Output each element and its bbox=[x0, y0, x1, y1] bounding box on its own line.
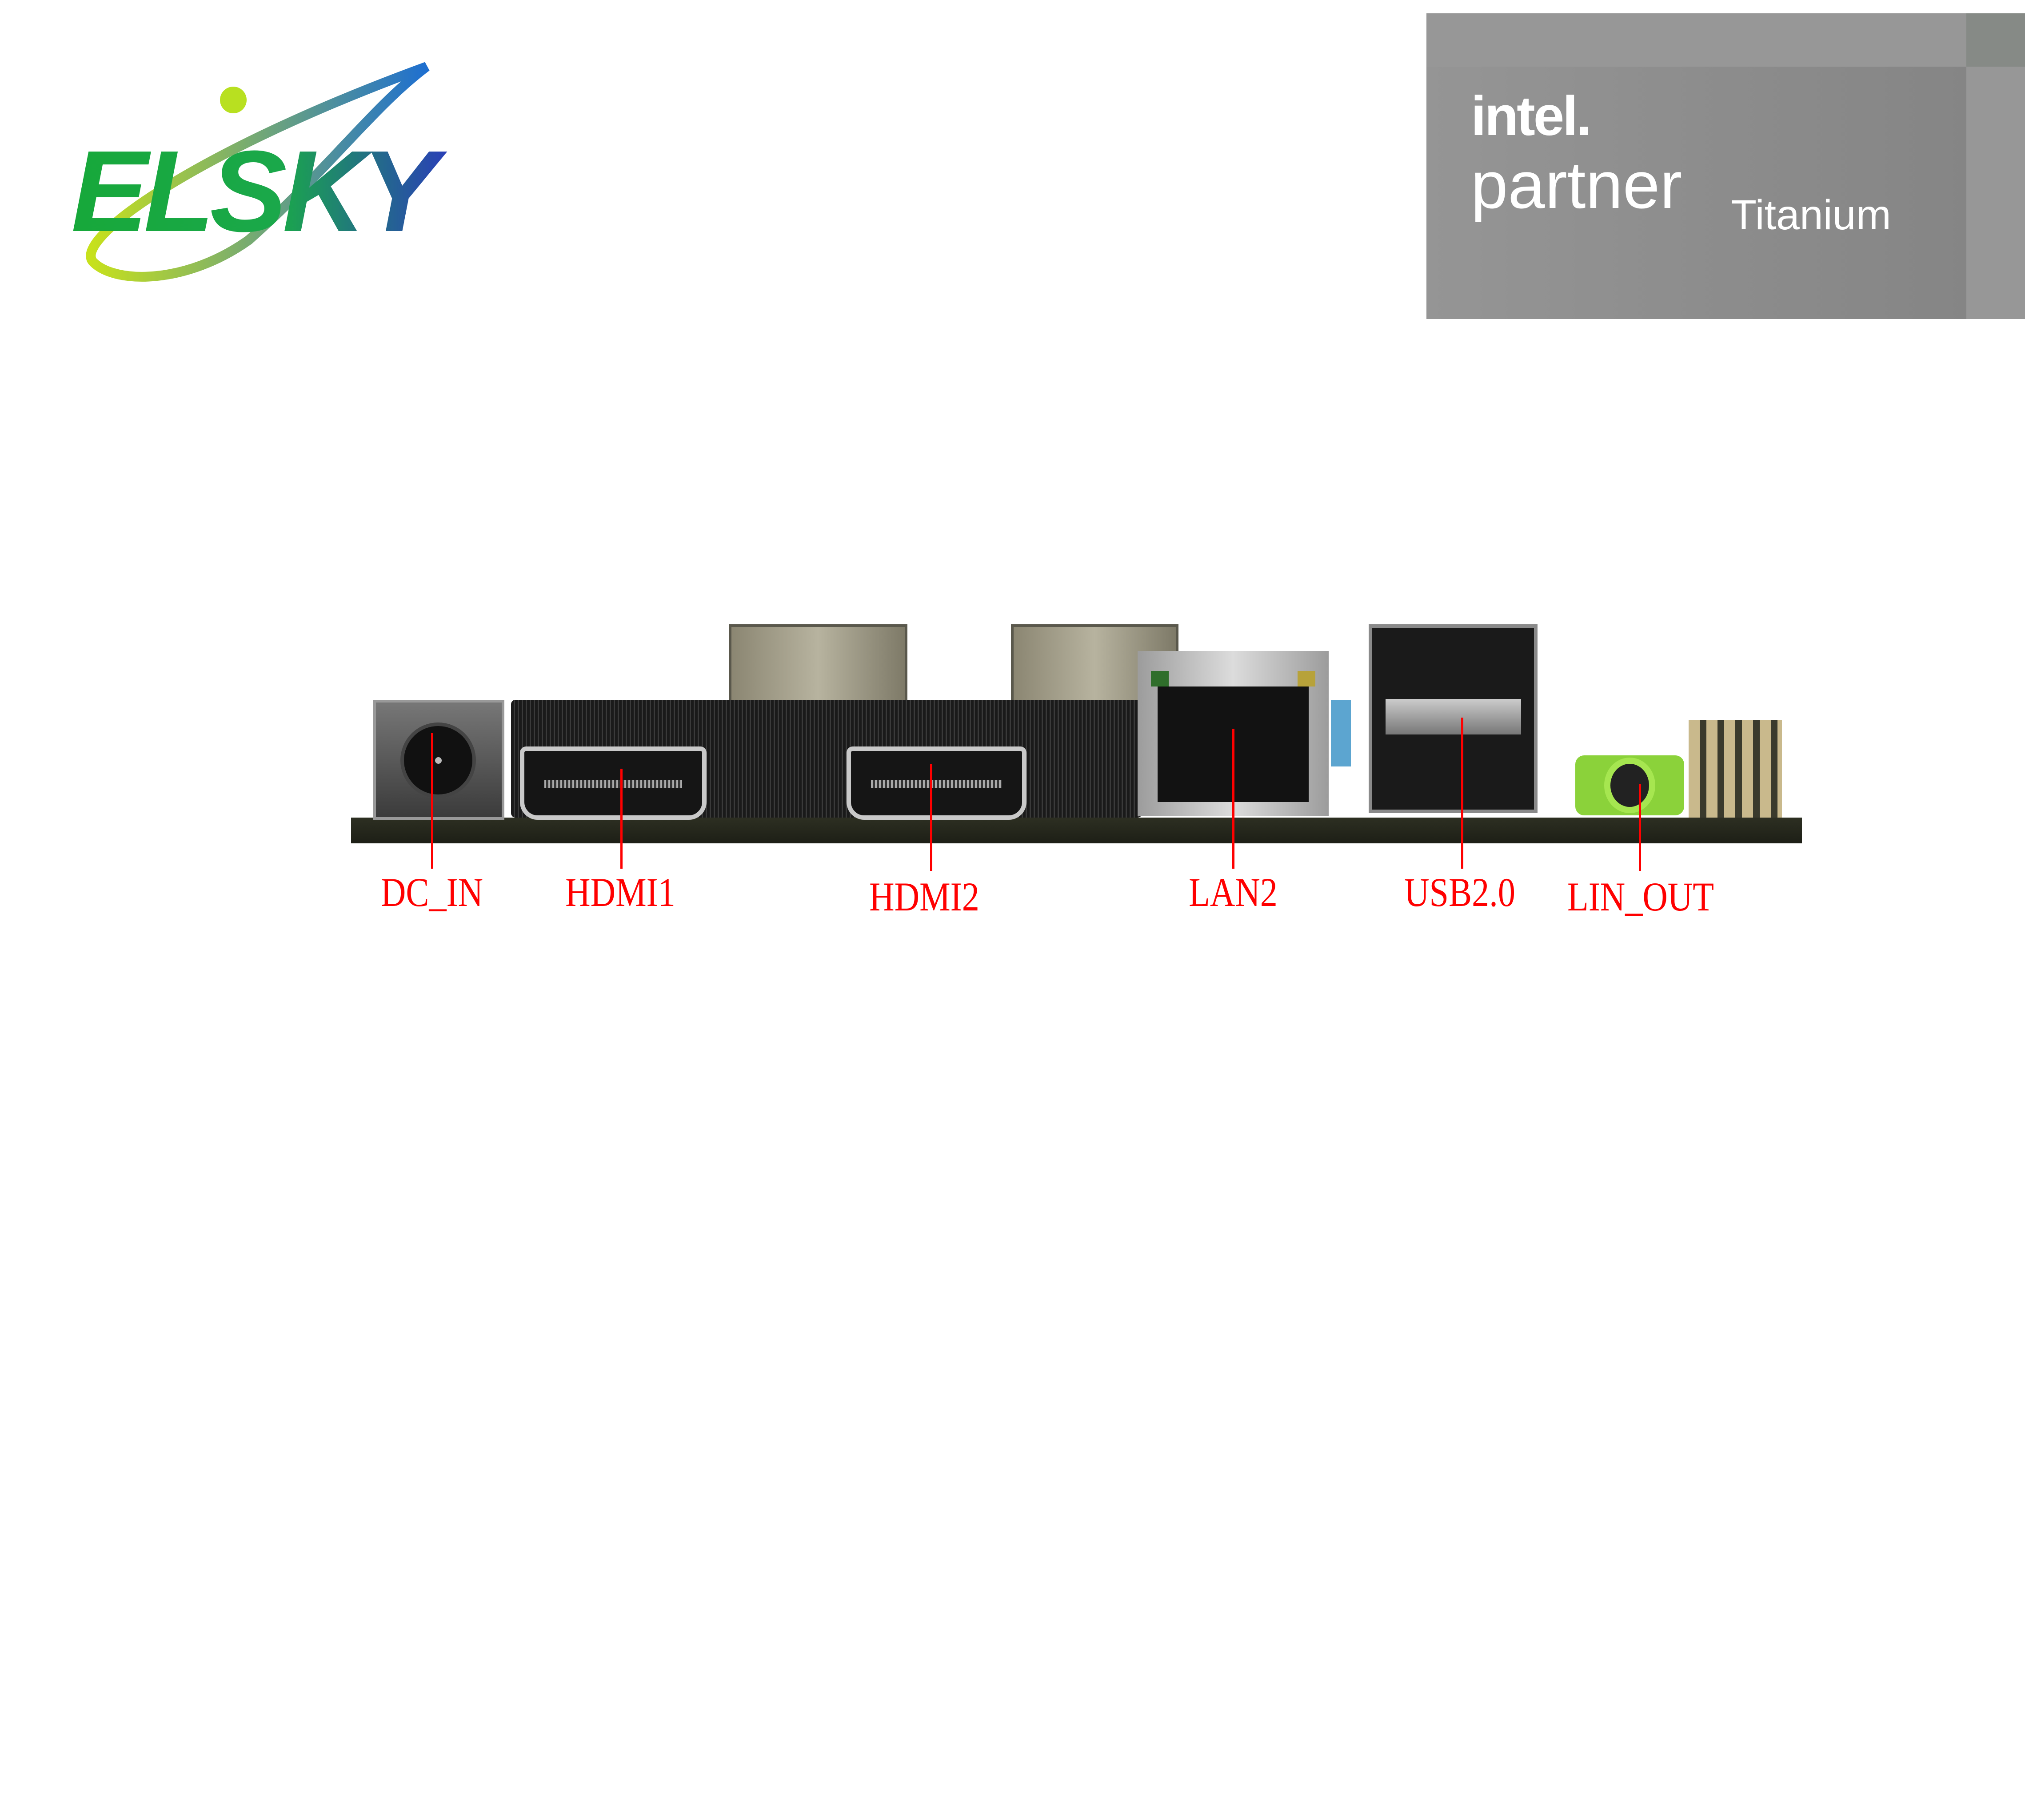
callout-line-hdmi2 bbox=[930, 764, 932, 871]
callout-line-lin-out bbox=[1639, 784, 1641, 871]
badge-panel bbox=[1426, 67, 1966, 319]
callout-line-usb2 bbox=[1461, 718, 1463, 869]
label-hdmi1: HDMI1 bbox=[565, 870, 675, 915]
dc-in-jack bbox=[373, 700, 504, 820]
rear-usb-stack-1 bbox=[729, 624, 907, 710]
label-usb2: USB2.0 bbox=[1404, 870, 1515, 915]
callout-line-hdmi1 bbox=[620, 769, 623, 869]
badge-corner bbox=[1966, 13, 2025, 67]
usb2-port bbox=[1369, 624, 1538, 813]
hdmi1-port bbox=[520, 746, 707, 820]
label-hdmi2: HDMI2 bbox=[869, 874, 979, 919]
label-lan2: LAN2 bbox=[1189, 870, 1278, 915]
badge-tier: Titanium bbox=[1731, 192, 1891, 239]
hdmi2-port bbox=[847, 746, 1026, 820]
callout-line-lan2 bbox=[1232, 729, 1234, 869]
intel-partner-badge: intel. partner Titanium bbox=[1426, 13, 2025, 319]
line-out-jack bbox=[1575, 755, 1684, 815]
svg-text:ELSKY: ELSKY bbox=[71, 127, 448, 256]
blue-component bbox=[1331, 700, 1351, 766]
label-dc-in: DC_IN bbox=[380, 870, 483, 915]
pin-header bbox=[1689, 720, 1782, 818]
pcb-board bbox=[351, 818, 1802, 843]
badge-partner: partner bbox=[1471, 148, 1682, 222]
elsky-logo: ELSKY bbox=[71, 62, 452, 282]
badge-intel: intel. bbox=[1471, 85, 1592, 147]
callout-line-dc-in bbox=[431, 733, 433, 869]
label-lin-out: LIN_OUT bbox=[1567, 874, 1714, 919]
